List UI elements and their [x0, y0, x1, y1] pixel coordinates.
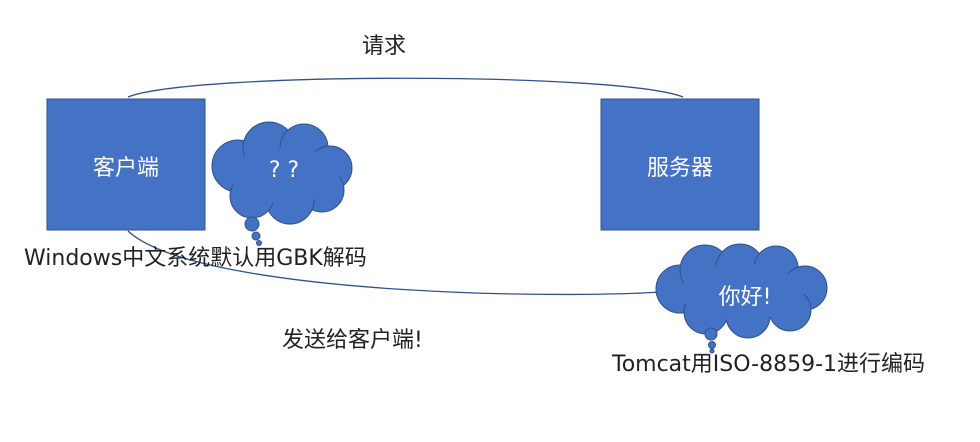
client-cloud-label: ? ? [268, 158, 300, 183]
client-decode-caption: Windows中文系统默认用GBK解码 [24, 246, 367, 271]
server-box-label: 服务器 [646, 156, 713, 181]
request-arc [127, 77, 684, 98]
server-thought-cloud [655, 243, 828, 354]
server-encode-caption: Tomcat用ISO-8859-1进行编码 [612, 352, 926, 377]
response-arc [127, 230, 684, 296]
client-thought-cloud [211, 121, 353, 246]
send-to-client-caption: 发送给客户端! [282, 328, 423, 353]
server-box [600, 98, 760, 231]
client-box-label: 客户端 [92, 156, 159, 181]
server-cloud-label: 你好! [718, 285, 772, 310]
client-box [46, 98, 206, 231]
request-label: 请求 [362, 34, 407, 59]
